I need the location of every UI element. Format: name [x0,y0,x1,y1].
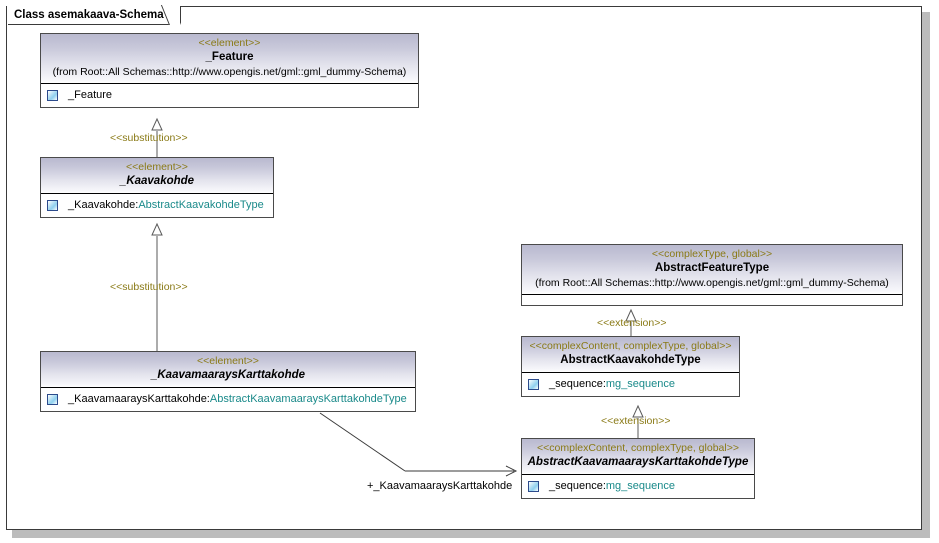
connector-association-karttakohde[interactable] [319,412,518,477]
class-body-kaavakohde: _Kaavakohde:AbstractKaavakohdeType [41,194,273,217]
attribute-icon [528,481,539,492]
class-header-feature: <<element>> _Feature (from Root::All Sch… [41,34,418,84]
class-stereotype: <<complexContent, complexType, global>> [537,442,739,454]
attribute-type: AbstractKaavakohdeType [138,199,264,211]
class-header-kaavakohde: <<element>> _Kaavakohde [41,158,273,194]
class-header-abstractkaavamaaraystype: <<complexContent, complexType, global>> … [522,439,754,475]
attribute-row[interactable]: _sequence:mg_sequence [528,377,735,392]
class-body-feature: _Feature [41,84,418,107]
attribute-type: AbstractKaavamaaraysKarttakohdeType [209,393,407,405]
connector-label-substitution-2: <<substitution>> [110,281,188,293]
attribute-icon [47,90,58,101]
class-namespace: (from Root::All Schemas::http://www.open… [52,66,407,78]
class-header-kaavamaarays: <<element>> _KaavamaaraysKarttakohde [41,352,415,388]
class-header-abstractkaavakohdetype: <<complexContent, complexType, global>> … [522,337,739,373]
frame-title-left-edge [6,6,8,25]
class-box-kaavakohde[interactable]: <<element>> _Kaavakohde _Kaavakohde:Abst… [40,157,274,218]
class-box-abstract-feature-type[interactable]: <<complexType, global>> AbstractFeatureT… [521,244,903,306]
attribute-name: _Feature [68,89,113,101]
connector-extension-kaavakohdetype[interactable] [632,404,644,438]
class-box-abstract-kaavamaarays-type[interactable]: <<complexContent, complexType, global>> … [521,438,755,499]
class-box-kaavamaarays-karttakohde[interactable]: <<element>> _KaavamaaraysKarttakohde _Ka… [40,351,416,412]
attribute-icon [47,394,58,405]
class-body-abstractfeaturetype [522,295,902,305]
connector-substitution-kaavakohde[interactable] [151,222,163,351]
attribute-name: _sequence: [549,480,606,492]
frame-title-tab: Class asemakaava-Schema [6,6,181,25]
class-namespace: (from Root::All Schemas::http://www.open… [535,277,889,289]
attribute-name: _KaavamaaraysKarttakohde: [68,393,210,405]
attribute-row[interactable]: _Kaavakohde:AbstractKaavakohdeType [47,198,269,213]
attribute-icon [47,200,58,211]
frame-title-label: Class asemakaava-Schema [14,9,164,21]
connector-substitution-feature[interactable] [151,117,163,157]
class-body-kaavamaarays: _KaavamaaraysKarttakohde:AbstractKaavama… [41,388,415,411]
class-name: _Kaavakohde [119,175,195,187]
class-name: AbstractKaavamaaraysKarttakohdeType [527,456,749,468]
class-stereotype: <<element>> [198,37,261,49]
attribute-row[interactable]: _KaavamaaraysKarttakohde:AbstractKaavama… [47,392,411,407]
connector-label-extension-2: <<extension>> [601,415,671,427]
connector-label-association: +_KaavamaaraysKarttakohde [367,480,513,492]
class-body-abstractkaavamaaraystype: _sequence:mg_sequence [522,475,754,498]
attribute-row[interactable]: _sequence:mg_sequence [528,479,750,494]
class-header-abstractfeaturetype: <<complexType, global>> AbstractFeatureT… [522,245,902,295]
connector-extension-featuretype[interactable] [625,308,637,336]
attribute-name: _Kaavakohde: [68,199,139,211]
class-box-abstract-kaavakohde-type[interactable]: <<complexContent, complexType, global>> … [521,336,740,397]
class-name: AbstractKaavakohdeType [560,354,701,366]
attribute-type: mg_sequence [605,480,675,492]
class-name: AbstractFeatureType [654,262,770,274]
class-stereotype: <<element>> [126,161,188,173]
connector-label-extension-1: <<extension>> [597,317,667,329]
class-stereotype: <<complexContent, complexType, global>> [529,340,732,352]
attribute-icon [528,379,539,390]
connector-label-substitution-1: <<substitution>> [110,132,188,144]
class-stereotype: <<complexType, global>> [651,248,773,260]
class-box-feature[interactable]: <<element>> _Feature (from Root::All Sch… [40,33,419,108]
class-body-abstractkaavakohdetype: _sequence:mg_sequence [522,373,739,396]
attribute-type: mg_sequence [605,378,675,390]
class-name: _KaavamaaraysKarttakohde [150,369,306,381]
attribute-name: _sequence: [549,378,606,390]
class-name: _Feature [205,51,254,63]
attribute-row[interactable]: _Feature [47,88,414,103]
class-stereotype: <<element>> [197,355,259,367]
